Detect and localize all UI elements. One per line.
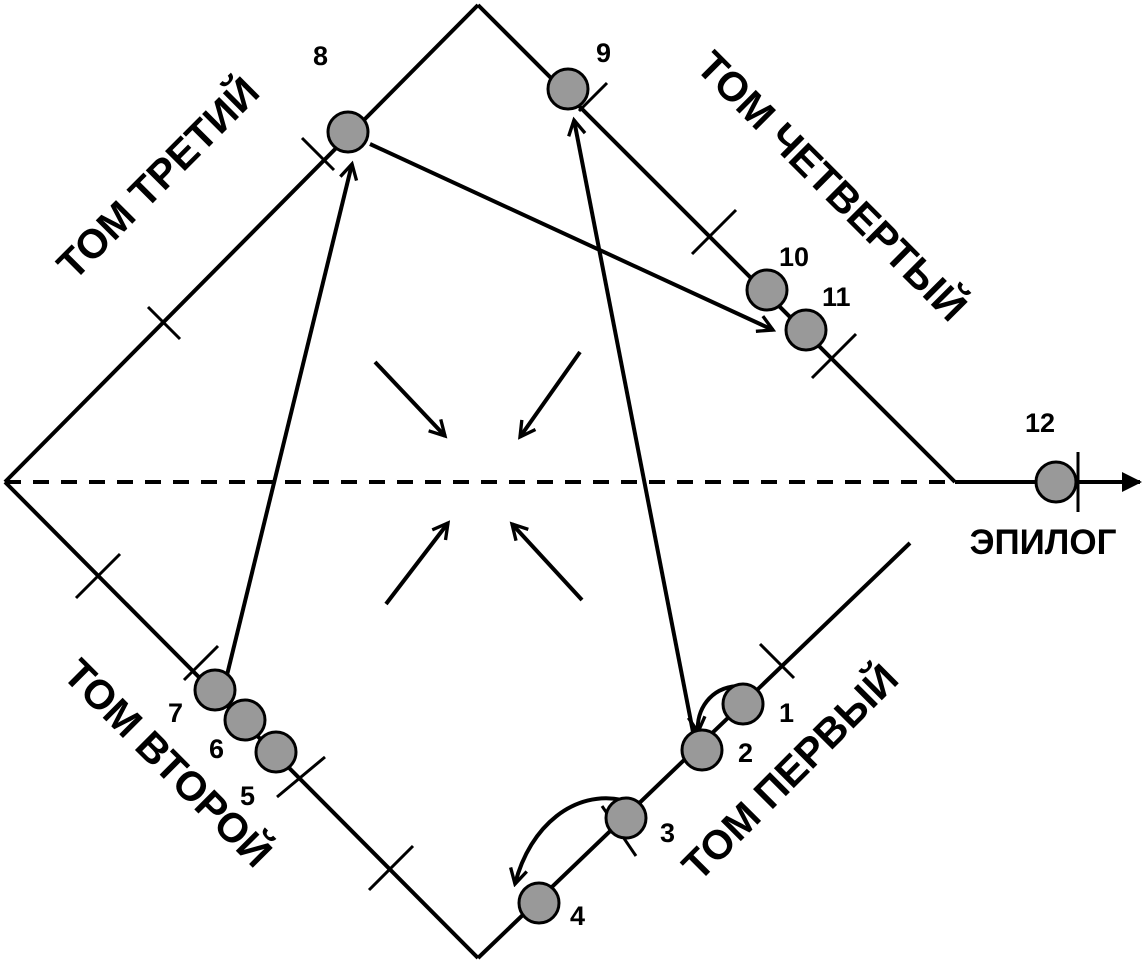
node-2[interactable]	[680, 728, 724, 772]
volume-third-label: ТОМ ТРЕТИЙ	[48, 68, 268, 288]
arrow-top-left	[373, 360, 445, 436]
arrow-3-to-4	[515, 796, 623, 884]
arrow-2-to-9	[574, 120, 695, 733]
arrow-top-right	[520, 350, 582, 437]
node-labels: 1 2 3 4 5 6 7 8 9 10 11 12	[168, 38, 1055, 931]
node-9[interactable]	[546, 67, 590, 111]
tick	[300, 136, 336, 172]
node-label: 4	[570, 901, 585, 931]
connecting-arrows	[225, 120, 773, 884]
center-arrows	[373, 350, 584, 606]
node-7[interactable]	[193, 668, 237, 712]
node-label: 9	[596, 38, 611, 68]
node-label: 10	[779, 242, 809, 272]
volume-first-label: ТОМ ПЕРВЫЙ	[673, 655, 907, 889]
nodes	[193, 67, 1078, 925]
tick	[690, 208, 738, 256]
tick	[367, 844, 415, 892]
node-12[interactable]	[1034, 460, 1078, 504]
tick	[810, 332, 858, 380]
tick	[577, 81, 609, 113]
node-1[interactable]	[721, 682, 765, 726]
node-label: 12	[1025, 408, 1055, 438]
node-label: 11	[822, 282, 851, 312]
tick	[758, 642, 796, 680]
node-10[interactable]	[745, 268, 789, 312]
node-4[interactable]	[517, 881, 561, 925]
tick	[182, 644, 220, 682]
tick	[146, 305, 182, 341]
node-label: 1	[779, 698, 794, 728]
tick	[276, 755, 326, 799]
node-label: 2	[738, 738, 753, 768]
arrow-bottom-right	[512, 524, 584, 602]
node-5[interactable]	[254, 730, 298, 774]
node-label: 8	[313, 41, 328, 71]
node-label: 3	[660, 818, 675, 848]
frame-left-upper	[3, 3, 480, 484]
tick-marks	[74, 81, 1080, 892]
node-11[interactable]	[784, 308, 828, 352]
node-label: 7	[168, 698, 183, 728]
node-3[interactable]	[604, 796, 648, 840]
node-6[interactable]	[223, 698, 267, 742]
epilogue-label: ЭПИЛОГ	[970, 523, 1117, 562]
arrow-7-to-8	[225, 164, 352, 676]
arrow-bottom-left	[384, 523, 448, 606]
node-label: 6	[209, 734, 224, 764]
volume-second-label: ТОМ ВТОРОЙ	[55, 650, 281, 876]
node-8[interactable]	[326, 110, 370, 154]
node-label: 5	[240, 781, 255, 811]
tick	[74, 552, 122, 600]
arrow-8-to-11	[369, 142, 773, 330]
